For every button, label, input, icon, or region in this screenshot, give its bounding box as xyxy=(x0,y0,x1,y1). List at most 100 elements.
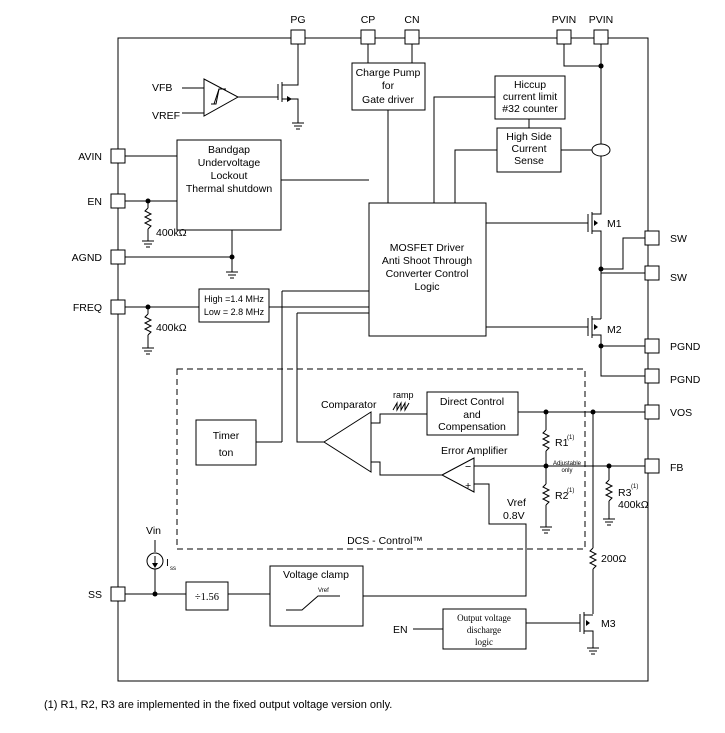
en-bottom-label: EN xyxy=(393,624,408,636)
discharge-line-1: Output voltage xyxy=(457,613,511,623)
r2-superscript: (1) xyxy=(567,488,574,494)
m2-label: M2 xyxy=(607,324,622,336)
pin-vos-label: VOS xyxy=(670,407,692,419)
timer-line-2: ton xyxy=(219,447,234,459)
hiccup-line-3: #32 counter xyxy=(502,103,558,115)
freq-low-label: Low = 2.8 MHz xyxy=(204,307,265,317)
vin-label: Vin xyxy=(146,525,161,537)
pin-ss-label: SS xyxy=(88,589,102,601)
m1-label: M1 xyxy=(607,218,622,230)
charge-pump-line-1: Charge Pump xyxy=(356,67,421,79)
freq-high-label: High =1.4 MHz xyxy=(204,294,264,304)
adjustable-label-2: only xyxy=(561,468,572,474)
ic-boundary xyxy=(117,37,649,682)
ground-icon xyxy=(226,271,238,279)
mosfet-driver-block xyxy=(368,202,487,337)
mosfet-driver-line-4: Logic xyxy=(414,281,439,293)
timer-block xyxy=(195,419,257,466)
pin-en xyxy=(110,193,126,209)
voltage-clamp-label: Voltage clamp xyxy=(283,569,349,581)
ramp-label: ramp xyxy=(393,390,414,400)
discharge-line-3: logic xyxy=(475,637,493,647)
hs-sense-line-2: Current xyxy=(511,143,546,155)
pin-sw-2 xyxy=(644,265,660,281)
ground-icon xyxy=(540,526,552,534)
mosfet-driver-line-3: Converter Control xyxy=(386,268,469,280)
current-sense-coil xyxy=(591,143,611,157)
bandgap-line-1: Bandgap xyxy=(208,144,250,156)
r3-value: 400kΩ xyxy=(618,499,649,511)
r2-label: R2 xyxy=(555,490,569,502)
direct-control-block xyxy=(426,391,519,436)
iss-subscript: ss xyxy=(170,566,176,572)
pg-comparator xyxy=(203,78,240,117)
direct-control-line-2: and xyxy=(463,409,481,421)
pin-fb-label: FB xyxy=(670,462,683,474)
pin-pvin-1-label: PVIN xyxy=(552,14,577,26)
r3-label: R3 xyxy=(618,487,632,499)
charge-pump-line-3: Gate driver xyxy=(362,94,414,106)
ground-icon xyxy=(587,647,599,655)
pin-pg-label: PG xyxy=(290,14,305,26)
discharge-logic-block xyxy=(442,608,527,650)
frequency-select-block xyxy=(198,288,270,323)
bandgap-line-3: Lockout xyxy=(211,170,248,182)
pin-sw-1-label: SW xyxy=(670,233,687,245)
comparator-label: Comparator xyxy=(321,399,377,411)
pin-cn-label: CN xyxy=(404,14,419,26)
vref-amp-label-2: 0.8V xyxy=(503,510,525,522)
m3-label: M3 xyxy=(601,618,616,630)
hiccup-block xyxy=(494,75,566,120)
error-amp-label: Error Amplifier xyxy=(441,445,508,457)
pin-avin-label: AVIN xyxy=(78,151,102,163)
r1-label: R1 xyxy=(555,437,569,449)
pin-pvin-2-label: PVIN xyxy=(589,14,614,26)
hs-sense-line-1: High Side xyxy=(506,131,552,143)
pin-avin xyxy=(110,148,126,164)
pin-pgnd-1-label: PGND xyxy=(670,341,701,353)
ramp-icon xyxy=(392,401,410,412)
pin-ss xyxy=(110,586,126,602)
pin-cp-label: CP xyxy=(361,14,376,26)
direct-control-line-1: Direct Control xyxy=(440,396,504,408)
timer-line-1: Timer xyxy=(213,430,240,442)
comparator xyxy=(323,411,372,473)
dcs-control-region xyxy=(176,368,586,550)
charge-pump-line-2: for xyxy=(382,80,395,92)
pin-fb xyxy=(644,458,660,474)
hs-sense-line-3: Sense xyxy=(514,155,544,167)
bandgap-line-4: Thermal shutdown xyxy=(186,183,273,195)
pin-cn xyxy=(404,29,420,45)
error-amplifier xyxy=(440,457,475,493)
bandgap-line-2: Undervoltage xyxy=(198,157,261,169)
pin-freq-label: FREQ xyxy=(73,302,102,314)
divider-label: ÷1.56 xyxy=(195,592,219,603)
discharge-line-2: discharge xyxy=(467,625,501,635)
adjustable-label-1: Adjustable xyxy=(553,461,582,467)
svg-text:−: − xyxy=(465,461,471,473)
pin-vos xyxy=(644,404,660,420)
bandgap-block xyxy=(176,139,282,231)
hiccup-line-1: Hiccup xyxy=(514,79,546,91)
footnote: (1) R1, R2, R3 are implemented in the fi… xyxy=(44,699,393,711)
vfb-label: VFB xyxy=(152,82,172,94)
resistor-200-label: 200Ω xyxy=(601,553,627,565)
pin-agnd-label: AGND xyxy=(72,252,103,264)
pin-freq xyxy=(110,299,126,315)
vref-amp-label-1: Vref xyxy=(507,497,526,509)
dcs-control-label: DCS - Control™ xyxy=(347,535,423,547)
en-resistor-value: 400kΩ xyxy=(156,227,187,239)
mosfet-driver-line-2: Anti Shoot Through xyxy=(382,255,472,267)
freq-resistor-value: 400kΩ xyxy=(156,322,187,334)
pin-sw-1 xyxy=(644,230,660,246)
pin-pgnd-2 xyxy=(644,368,660,384)
direct-control-line-3: Compensation xyxy=(438,421,506,433)
pin-sw-2-label: SW xyxy=(670,272,687,284)
pin-pvin-1 xyxy=(556,29,572,45)
vref-label: VREF xyxy=(152,110,180,122)
clamp-vref-label: Vref xyxy=(318,588,329,594)
divider-block xyxy=(185,581,229,611)
ground-icon xyxy=(603,518,615,526)
r1-superscript: (1) xyxy=(567,435,574,441)
